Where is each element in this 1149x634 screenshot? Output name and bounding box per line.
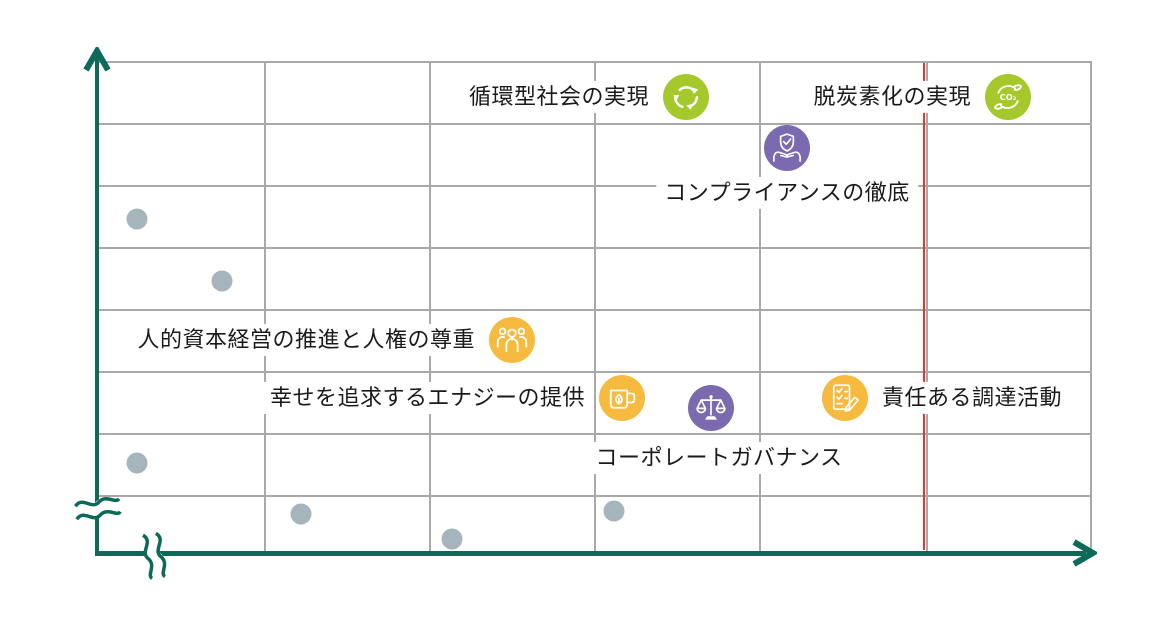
data-point-dot: [441, 528, 463, 550]
materiality-item-label: 幸せを追求するエナジーの提供: [261, 381, 593, 415]
threshold-line: [923, 63, 925, 550]
y-axis-break-mark: [70, 492, 126, 529]
data-point-dot: [126, 452, 148, 474]
grid-line-vertical: [594, 62, 596, 553]
data-point-dot: [211, 270, 233, 292]
checklist-pencil-icon: [822, 375, 868, 421]
grid-line-vertical: [926, 62, 928, 553]
materiality-item-label: コンプライアンスの徹底: [656, 177, 918, 210]
co2-icon: CO₂: [985, 74, 1031, 120]
materiality-item-label: 人的資本経営の推進と人権の尊重: [129, 323, 483, 357]
energy-cup-icon: [599, 375, 645, 421]
people-icon: [489, 317, 535, 363]
recycle-icon: [663, 74, 709, 120]
data-point-dot: [603, 500, 625, 522]
x-axis-break-mark: [134, 528, 172, 584]
y-axis-arrow-icon: [82, 45, 112, 74]
grid-line-vertical: [264, 62, 266, 553]
data-point-dot: [126, 208, 148, 230]
grid-line-vertical: [429, 62, 431, 553]
grid-line-vertical: [759, 62, 761, 553]
materiality-item-label: コーポレートガバナンス: [587, 442, 851, 475]
y-axis: [95, 56, 99, 555]
scales-icon: [688, 385, 734, 431]
materiality-item-label: 責任ある調達活動: [874, 381, 1071, 415]
x-axis-arrow-icon: [1067, 538, 1099, 568]
materiality-item-label: 循環型社会の実現: [460, 80, 657, 114]
hands-shield-icon: [764, 125, 810, 171]
svg-text:CO₂: CO₂: [1000, 92, 1017, 102]
x-axis: [95, 551, 1086, 556]
data-point-dot: [290, 503, 312, 525]
materiality-item-label: 脱炭素化の実現: [805, 80, 979, 114]
grid-line-vertical: [1090, 62, 1092, 553]
